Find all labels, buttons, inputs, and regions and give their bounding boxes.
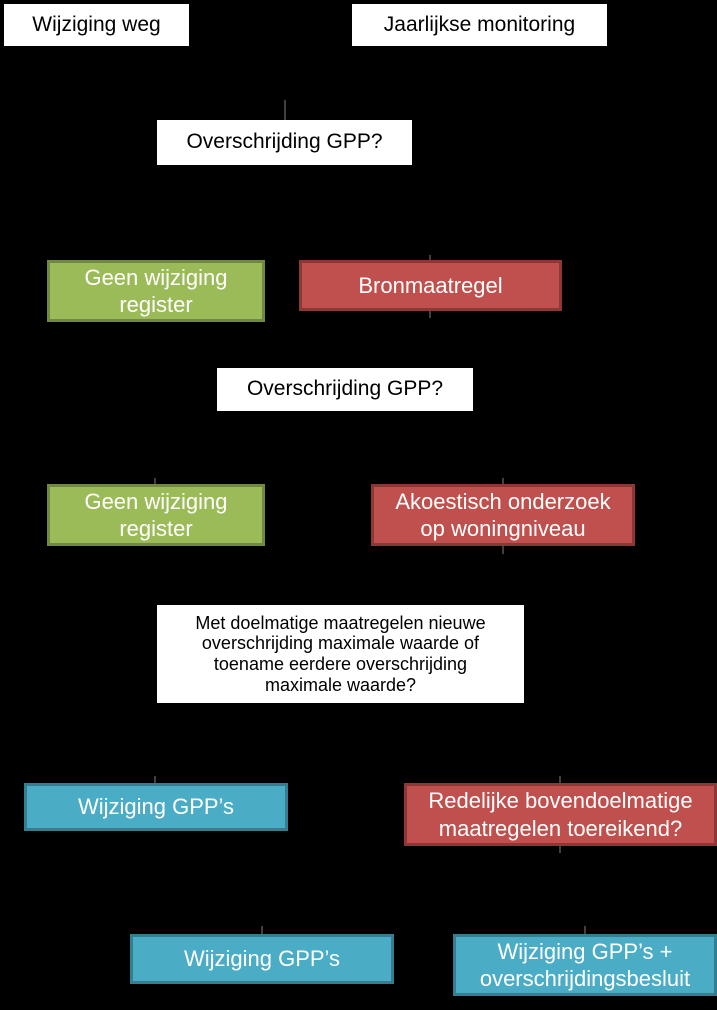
- jaarlijkse-monitoring-box: Jaarlijkse monitoring: [352, 4, 607, 46]
- wijziging-weg-box: Wijziging weg: [4, 4, 189, 46]
- akoestisch-onderzoek-box: Akoestisch onderzoek op woningniveau: [371, 484, 635, 546]
- wijziging-gpps-label-2: Wijziging GPP’s: [183, 946, 341, 972]
- overschrijding-gpp-decision-2: Overschrijding GPP?: [217, 368, 473, 411]
- doelmatige-maatregelen-decision: Met doelmatige maatregelen nieuwe oversc…: [157, 605, 524, 703]
- geen-wijziging-register-box-2: Geen wijziging register: [47, 484, 265, 546]
- wijziging-weg-label: Wijziging weg: [32, 12, 161, 36]
- geen-wijziging-register-label-1: Geen wijziging register: [84, 264, 228, 318]
- wijziging-gpps-box-1: Wijziging GPP’s: [24, 783, 288, 831]
- wijziging-gpps-besluit-label: Wijziging GPP’s + overschrijdingsbesluit: [479, 938, 691, 992]
- wijziging-gpps-box-2: Wijziging GPP’s: [130, 934, 394, 984]
- geen-wijziging-register-box-1: Geen wijziging register: [47, 260, 265, 322]
- overschrijding-gpp-label-2: Overschrijding GPP?: [246, 377, 444, 401]
- overschrijding-gpp-label-1: Overschrijding GPP?: [186, 130, 383, 154]
- doelmatige-maatregelen-label: Met doelmatige maatregelen nieuwe oversc…: [195, 612, 486, 695]
- bronmaatregel-box: Bronmaatregel: [299, 260, 562, 311]
- jaarlijkse-monitoring-label: Jaarlijkse monitoring: [383, 12, 576, 36]
- wijziging-gpps-label-1: Wijziging GPP’s: [77, 794, 235, 820]
- geen-wijziging-register-label-2: Geen wijziging register: [84, 488, 228, 542]
- wijziging-gpps-besluit-box: Wijziging GPP’s + overschrijdingsbesluit: [453, 934, 717, 996]
- redelijke-bovendoelmatige-label: Redelijke bovendoelmatige maatregelen to…: [428, 788, 693, 841]
- akoestisch-onderzoek-label: Akoestisch onderzoek op woningniveau: [395, 488, 611, 542]
- overschrijding-gpp-decision-1: Overschrijding GPP?: [157, 120, 412, 165]
- redelijke-bovendoelmatige-box: Redelijke bovendoelmatige maatregelen to…: [404, 783, 717, 846]
- bronmaatregel-label: Bronmaatregel: [358, 272, 503, 298]
